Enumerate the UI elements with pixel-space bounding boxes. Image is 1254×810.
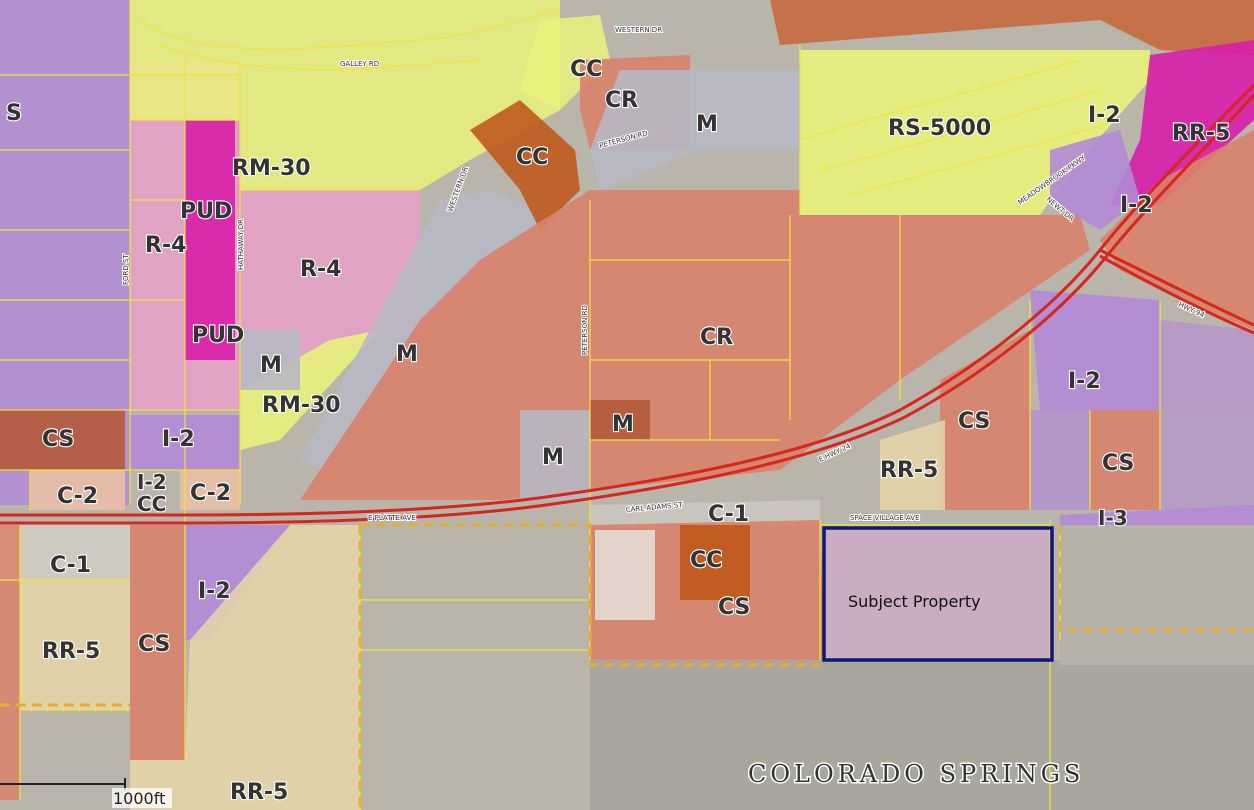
- zone-label-m-3: M: [612, 412, 634, 437]
- zone-area-rr5-east: [880, 420, 945, 510]
- zone-label-rr5-ne: RR-5: [1172, 121, 1230, 146]
- zone-label-cs-east2: CS: [1102, 451, 1134, 476]
- scale-bar: 1000ft: [0, 778, 172, 808]
- road-label-western-dr: WESTERN DR: [615, 26, 662, 34]
- zone-area-cc-mid: [470, 100, 580, 230]
- subject-property-label: Subject Property: [848, 592, 981, 611]
- zone-label-i2-east: I-2: [1068, 369, 1101, 394]
- zone-label-i2-small: I-2: [137, 470, 167, 494]
- highways: [0, 83, 1254, 525]
- zone-area-c2-1: [30, 470, 125, 510]
- zone-label-rr5-sw: RR-5: [42, 639, 100, 664]
- zone-area-m-4: [520, 410, 590, 500]
- zone-label-rs5000: RS-5000: [888, 116, 991, 141]
- zone-label-rm30-2: RM-30: [262, 393, 341, 418]
- zone-area-cs-east: [940, 330, 1030, 510]
- zone-area-cs-sw: [130, 525, 185, 760]
- zone-labels: RS-5000 RR-5 I-2 I-2 CC CR M CC RM-30 PU…: [5, 56, 1232, 806]
- zone-area-white-lot: [595, 530, 655, 620]
- zone-label-pud-2: PUD: [192, 323, 244, 348]
- zone-label-i2-sw: I-2: [198, 579, 231, 604]
- zone-label-m-top: M: [696, 112, 718, 137]
- zone-area-cs-east2: [1090, 410, 1160, 510]
- zone-area-pud-1: [185, 120, 235, 300]
- zone-area-c1-mid: [590, 500, 820, 525]
- zone-area-top-right-orange: [770, 0, 1254, 55]
- zone-area-cc-top: [520, 15, 610, 110]
- zone-label-cc-top: CC: [570, 57, 602, 82]
- zone-area-pud-2: [185, 300, 235, 360]
- road-label-ford-st: FORD ST: [122, 254, 130, 285]
- zone-area-east-lot: [1160, 320, 1254, 410]
- zone-label-cs-east: CS: [958, 409, 990, 434]
- subject-property[interactable]: Subject Property: [822, 526, 1054, 662]
- zone-area-cs-west: [0, 410, 125, 470]
- zone-label-cc-s: CC: [690, 548, 722, 573]
- zone-area-i2-east: [1030, 290, 1160, 410]
- zone-label-rr5-east: RR-5: [880, 458, 938, 483]
- zone-label-i3: I-3: [1098, 506, 1128, 530]
- zone-area-m-1: [240, 330, 300, 390]
- zone-label-c1-sw: C-1: [50, 553, 91, 578]
- zone-label-c1-mid: C-1: [708, 502, 749, 527]
- road-label-space-village-ave: SPACE VILLAGE AVE: [850, 514, 920, 522]
- zone-label-cr-top: CR: [605, 88, 638, 113]
- zone-area-rr5-ne: [1110, 40, 1254, 205]
- campus-area: [590, 660, 1254, 810]
- zone-area-sw-pink: [0, 525, 20, 800]
- road-label-hathaway-dr: HATHAWAY DR: [237, 219, 245, 270]
- zone-label-pud-1: PUD: [180, 199, 232, 224]
- zone-label-cs-west: CS: [42, 427, 74, 452]
- zone-area-ne-orange: [1100, 130, 1254, 330]
- zone-label-m-2: M: [396, 342, 418, 367]
- zone-label-i2-ne: I-2: [1088, 103, 1121, 128]
- zone-label-cc-small: CC: [137, 492, 166, 516]
- zone-area-cc-s: [680, 525, 750, 600]
- zone-area-m-3: [590, 400, 650, 440]
- zone-label-m-4: M: [542, 445, 564, 470]
- zone-label-cs-s: CS: [718, 595, 750, 620]
- zone-label-c2-1: C-2: [57, 484, 98, 509]
- zone-label-r4-1: R-4: [145, 233, 186, 258]
- city-boundary: [0, 523, 1254, 810]
- city-label: COLORADO SPRINGS: [748, 760, 1084, 788]
- zone-label-cr-big: CR: [700, 325, 733, 350]
- zone-area-rm30-2: [240, 330, 380, 450]
- highway-platte: [0, 83, 1254, 517]
- zone-label-i2-west: I-2: [162, 427, 195, 452]
- subject-property-outline[interactable]: [822, 526, 1054, 662]
- zone-area-m-top: [590, 70, 800, 190]
- zone-label-cs-sw: CS: [138, 632, 170, 657]
- zone-area-cr-big: [300, 190, 1090, 500]
- zone-area-rr5-s: [130, 525, 360, 810]
- zone-label-rm30-top: RM-30: [232, 156, 311, 181]
- zone-area-lot-east: [1160, 410, 1254, 510]
- zone-label-cc-mid: CC: [516, 145, 548, 170]
- zone-area-c1-sw: [0, 525, 130, 580]
- zone-area-i2-lot: [1020, 410, 1090, 510]
- road-label-galley-rd: GALLEY RD: [340, 60, 379, 68]
- zone-area-i2-sw: [185, 525, 290, 640]
- zone-area-s-w: [0, 0, 130, 505]
- zone-area-rr5-sw: [20, 580, 130, 710]
- zone-area-c2-2: [180, 470, 240, 510]
- zone-label-rr5-s: RR-5: [230, 780, 288, 805]
- zone-label-r4-2: R-4: [300, 257, 341, 282]
- zone-label-c2-2: C-2: [190, 481, 231, 506]
- zone-area-i2-ne: [1050, 130, 1140, 230]
- zone-area-i3: [1060, 505, 1254, 525]
- road-label-e-platte-ave: E PLATTE AVE: [368, 514, 416, 522]
- zone-label-m-1: M: [260, 353, 282, 378]
- road-label-peterson-rd: PETERSON RD: [581, 305, 589, 355]
- scale-bar-label: 1000ft: [113, 789, 165, 808]
- vacant-land-east: [1060, 525, 1254, 665]
- zone-label-s-w: S: [6, 101, 22, 126]
- zone-label-i2-ne2: I-2: [1120, 193, 1153, 218]
